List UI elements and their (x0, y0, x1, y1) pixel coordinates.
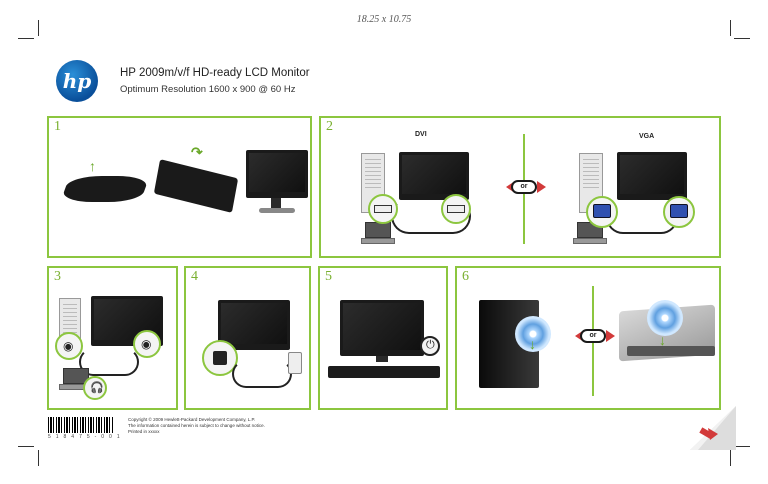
laptop-illustration (361, 222, 395, 244)
power-button-zoom: ⏻ (420, 336, 440, 356)
monitor-rear (399, 152, 469, 200)
optimum-resolution: Optimum Resolution 1600 x 900 @ 60 Hz (120, 84, 296, 95)
left-arrow-icon (575, 330, 584, 342)
audio-jack-icon: ◉ (141, 337, 152, 351)
wall-outlet (288, 352, 302, 374)
step-number: 6 (462, 269, 469, 284)
monitor-rear (218, 300, 290, 350)
copyright-line: The information contained herein is subj… (128, 423, 265, 428)
monitor-stand (376, 356, 388, 362)
vga-port-zoom (663, 196, 695, 228)
audio-out-zoom: ◉ (55, 332, 83, 360)
disc-illustration (515, 316, 551, 352)
step-5-panel: 5 ⏻ (318, 266, 448, 410)
insert-arrow-icon: ↓ (659, 332, 666, 348)
audio-jack-icon: ◉ (63, 339, 74, 353)
monitor-stand (271, 198, 281, 208)
rotate-arrow-icon: ↷ (191, 144, 203, 160)
monitor-upright-illustration (246, 150, 308, 198)
step-number: 1 (54, 119, 61, 134)
step-number: 3 (54, 269, 61, 284)
dvi-connector-zoom (368, 194, 398, 224)
crop-mark (734, 446, 750, 447)
headphone-jack-zoom: 🎧 (83, 376, 107, 400)
lift-arrow-icon: ↑ (89, 158, 96, 174)
step-2-panel: 2 DVI VGA or (319, 116, 721, 258)
right-arrow-icon (606, 330, 615, 342)
crop-mark (730, 20, 731, 36)
crop-mark (38, 20, 39, 36)
right-arrow-icon (537, 181, 546, 193)
crop-mark (730, 450, 731, 466)
copyright-line: Printed in xxxxx (128, 429, 160, 434)
step-4-panel: 4 (184, 266, 311, 410)
dvi-port-zoom (441, 194, 471, 224)
barcode (48, 417, 114, 433)
monitor-flat-illustration (60, 176, 150, 202)
step-number: 2 (326, 119, 333, 134)
vga-label: VGA (639, 133, 655, 140)
copyright-notice: Copyright © 2009 Hewlett-Packard Develop… (128, 417, 268, 435)
computer-tower (579, 153, 603, 213)
crop-mark (18, 446, 34, 447)
monitor-rear (617, 152, 687, 200)
crop-mark (38, 450, 39, 466)
barcode-number: 5 1 8 4 7 5 - 0 0 1 (48, 434, 122, 440)
laptop-illustration (59, 368, 93, 390)
crop-mark (734, 38, 750, 39)
product-title: HP 2009m/v/f HD-ready LCD Monitor (120, 67, 310, 79)
vga-connector-zoom (586, 196, 618, 228)
or-badge: or (511, 180, 537, 194)
insert-arrow-icon: ↓ (529, 336, 536, 352)
power-connector (213, 351, 227, 365)
monitor-front (340, 300, 424, 356)
page-turn-icon (690, 406, 736, 450)
step-6-panel: 6 ↓ or ↓ (455, 266, 721, 410)
copyright-line: Copyright © 2009 Hewlett-Packard Develop… (128, 417, 256, 422)
left-arrow-icon (506, 181, 515, 193)
crop-mark (18, 38, 34, 39)
step-1-panel: 1 ↑ ↷ (47, 116, 312, 258)
monitor-tilt-illustration (153, 159, 239, 213)
power-cable (232, 360, 292, 388)
step-number: 5 (325, 269, 332, 284)
document-dimensions: 18.25 x 10.75 (356, 14, 412, 25)
hp-logo: hp (56, 60, 98, 102)
monitor-base (259, 208, 295, 213)
disc-illustration (647, 300, 683, 336)
drive-tray (627, 346, 715, 356)
dvi-label: DVI (415, 131, 427, 138)
headphone-icon: 🎧 (90, 382, 104, 394)
power-icon: ⏻ (426, 339, 435, 351)
or-badge: or (580, 329, 606, 343)
audio-cable (79, 348, 139, 376)
step-3-panel: 3 ◉ ◉ 🎧 (47, 266, 178, 410)
step-number: 4 (191, 269, 198, 284)
audio-in-zoom: ◉ (133, 330, 161, 358)
front-panel-controls (328, 366, 440, 378)
